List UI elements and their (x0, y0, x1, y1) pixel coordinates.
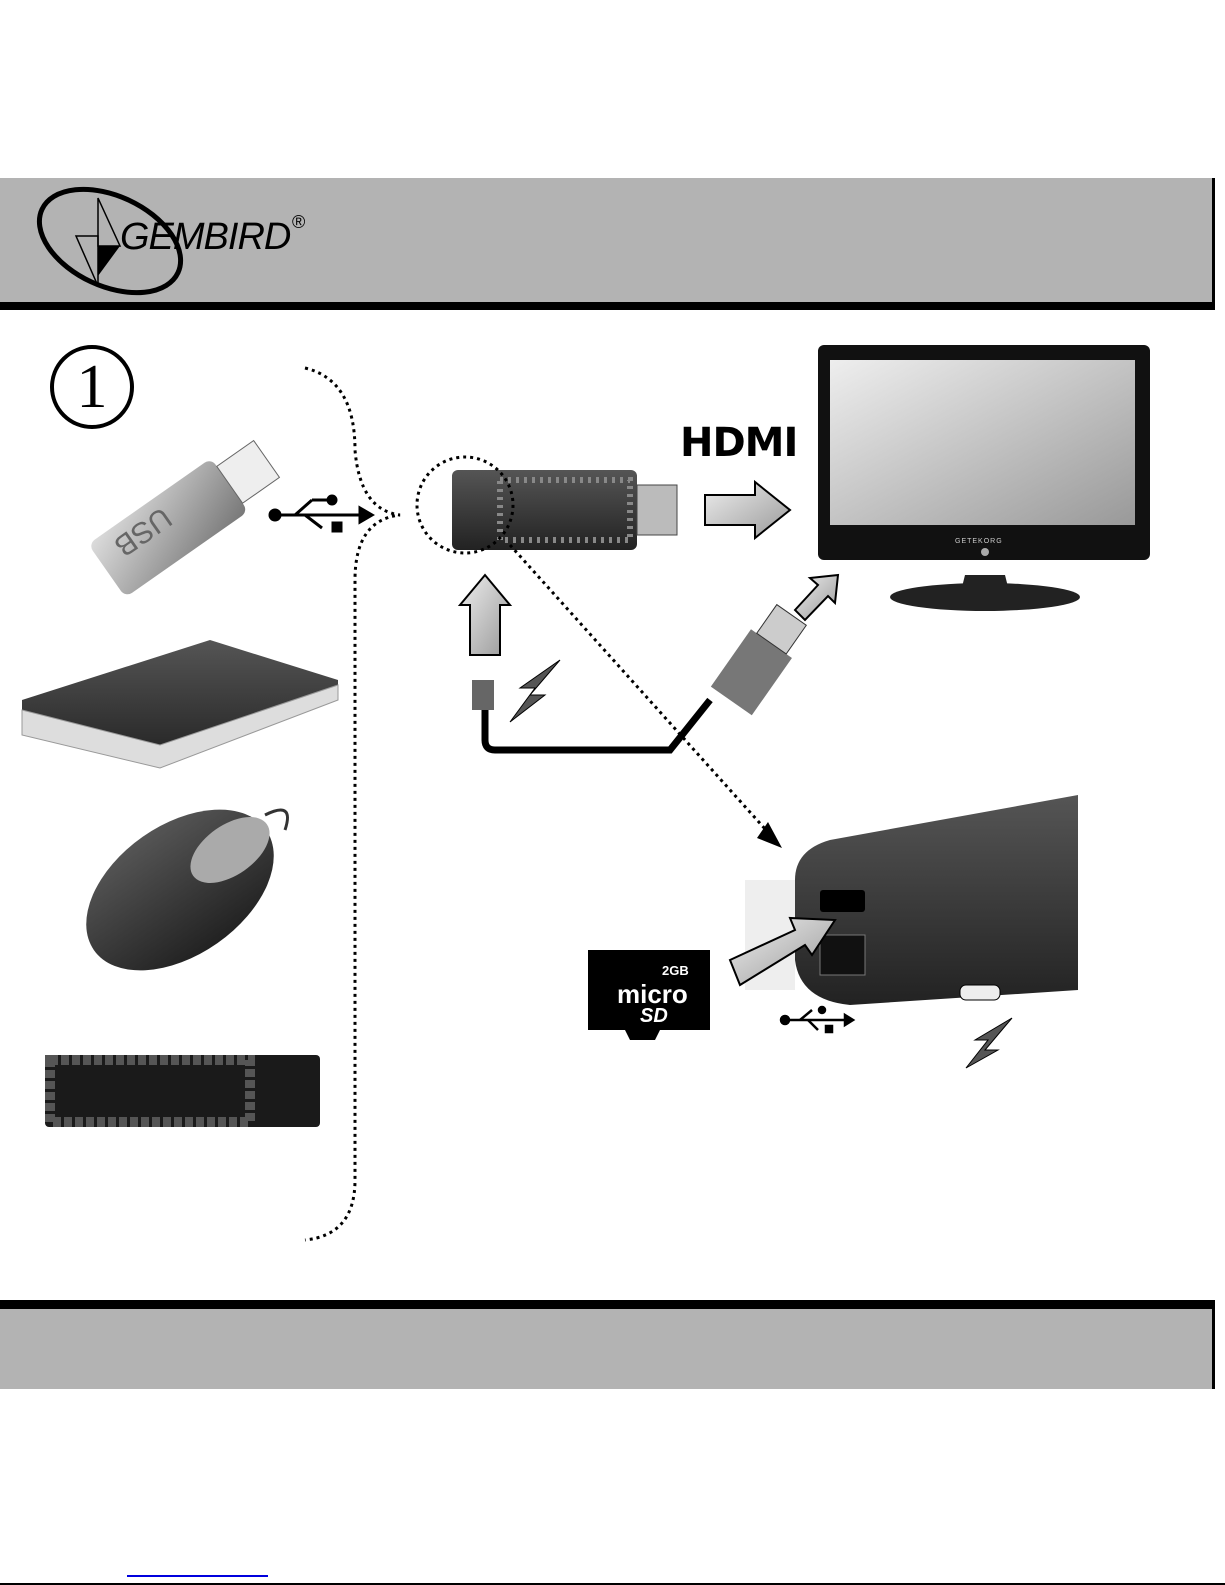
card-capacity: 2GB (662, 963, 689, 978)
port-zoom-circle (415, 455, 515, 555)
usb-icon (268, 494, 375, 533)
tv-image (818, 345, 1150, 611)
header-rule (0, 302, 1215, 310)
hdmi-arrow (704, 479, 792, 541)
footer-rule (0, 1300, 1215, 1309)
card-type-sd: SD (640, 1005, 668, 1027)
mouse-image (86, 808, 289, 971)
hdmi-label: HDMI (680, 420, 798, 466)
zoom-pointer (508, 543, 777, 842)
tv-brand-label: GETEKORG (955, 538, 1003, 545)
card-type-micro: micro (617, 979, 688, 1009)
keyboard-image (45, 1055, 320, 1127)
power-bolt-icon (509, 659, 561, 723)
step-number: 1 (50, 345, 134, 429)
hdmi-dongle-image (452, 470, 678, 550)
header-band (0, 178, 1215, 302)
microsd-card-image (588, 950, 710, 1040)
brand-name: GEMBIRD (120, 216, 291, 258)
card-insert-arrow (728, 916, 837, 987)
bottom-rule (0, 1583, 1225, 1585)
power-bolt-icon-small (965, 1017, 1013, 1069)
dongle-closeup-image (745, 795, 1078, 1005)
connection-diagram: USB GETEKORG (21, 345, 1150, 1242)
gembird-logo (36, 186, 184, 296)
external-hdd-image (21, 640, 339, 769)
usb-to-tv-arrow (793, 573, 840, 622)
usb-icon-small (779, 1005, 856, 1034)
registered-mark: ® (292, 212, 306, 232)
usb-stick-image (91, 439, 281, 595)
usb-power-cable (481, 697, 713, 754)
link-underline[interactable] (127, 1575, 268, 1577)
footer-band (0, 1309, 1215, 1389)
power-arrow (457, 573, 513, 656)
bracket (304, 366, 401, 1242)
